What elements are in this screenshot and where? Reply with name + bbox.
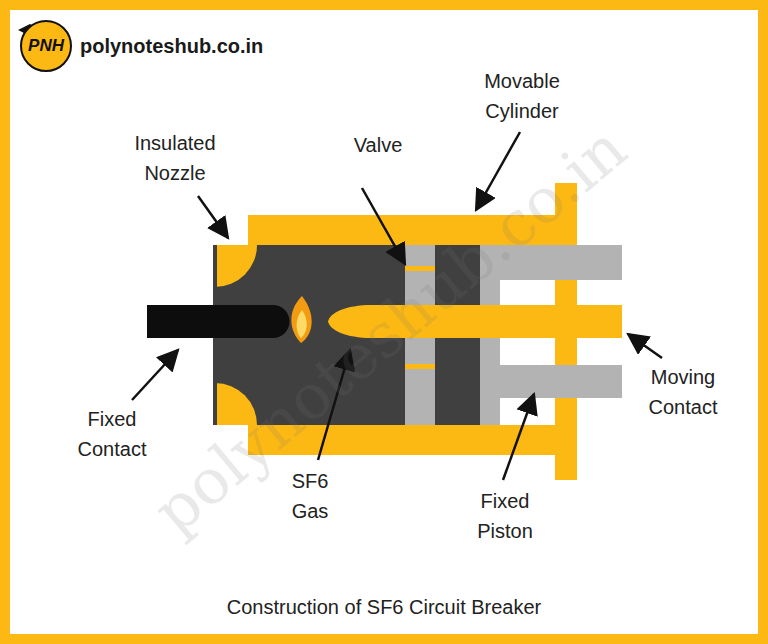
leader-arrow (362, 188, 405, 264)
frame-ground (10, 10, 758, 634)
insulated-nozzle (215, 245, 257, 287)
fixed-piston (480, 365, 622, 398)
valve (405, 364, 435, 369)
part-label: Fixed Contact (62, 404, 162, 464)
watermark: polynoteshub.co.in (141, 113, 640, 547)
fixed-contact (147, 305, 290, 338)
leader-arrow (628, 334, 662, 358)
part-label: Insulated Nozzle (120, 128, 230, 188)
arc-flame (291, 296, 311, 343)
part-label: SF6 Gas (275, 466, 345, 526)
part-label: Movable Cylinder (467, 66, 577, 126)
leader-arrow (503, 394, 534, 480)
leader-arrow (132, 350, 178, 400)
part-label: Moving Contact (631, 362, 735, 422)
site-name: polynoteshub.co.in (80, 31, 263, 61)
leader-arrow (198, 196, 228, 238)
logo-text: PNH (28, 36, 64, 56)
figure-caption: Construction of SF6 Circuit Breaker (227, 592, 542, 622)
arc-flame (297, 310, 307, 338)
part-label: Fixed Piston (460, 486, 550, 546)
part-label: Valve (333, 130, 423, 160)
logo-badge: PNH (20, 20, 72, 72)
